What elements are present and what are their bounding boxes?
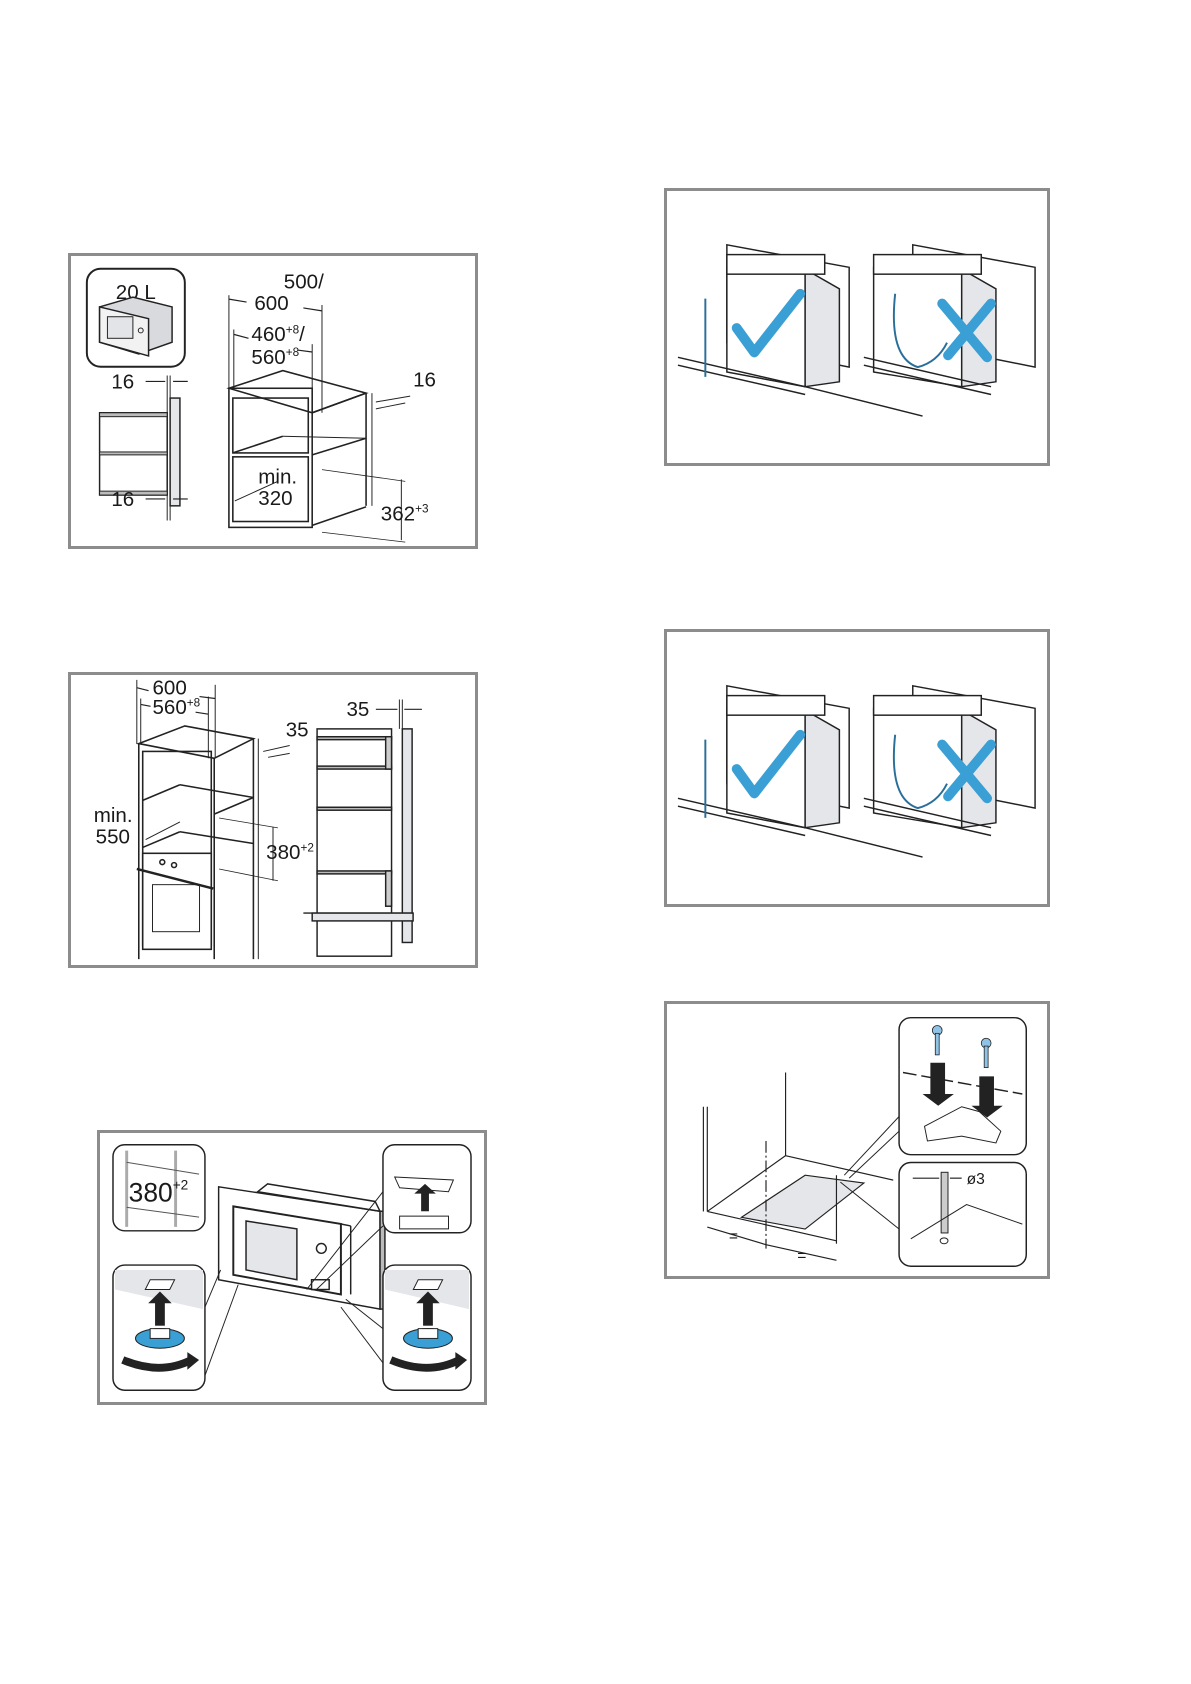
cabinet-floor [702,1072,894,1261]
figure-cable-routing-1 [664,188,1050,466]
niche-dimension-drawing: 20 L 16 16 [85,267,436,543]
height-inset: 380+2 [112,1144,206,1232]
figure-mounting: 380+2 [97,1130,487,1405]
capacity-label: 20 L [116,281,156,304]
min-depth-value: 320 [258,487,292,510]
tall-min-depth-label: min. [94,804,133,827]
equal-spacing-left: = [729,1228,738,1245]
tall-cabinet-isometric [135,679,290,960]
left-foot-inset [112,1264,206,1391]
cross-icon [937,298,996,363]
tall-height-label: 380+2 [266,841,314,864]
width-outer-a: 500/ [284,270,324,293]
cross-icon [937,739,996,804]
tall-side-gap: 35 [346,698,369,721]
inset-height-label: 380+2 [129,1177,189,1207]
cable-routing-drawing-2 [677,684,1036,858]
equal-spacing-right: = [797,1247,806,1264]
right-foot-inset [382,1264,472,1391]
cabinet-isometric [226,295,411,543]
figure-tall-cabinet-dimensions: 600 560+8 35 35 min. 550 380+2 [68,672,478,968]
bracket-drilling-drawing: = = ø3 [702,1016,1027,1267]
built-in-microwave [217,1183,386,1310]
incorrect-routing [863,243,1036,396]
screw-inset [898,1016,1027,1156]
microwave-icon [98,296,173,357]
drill-diameter-label: ø3 [967,1171,986,1188]
side-view [98,375,188,521]
tall-cabinet-side-view [303,699,422,957]
tall-cabinet-drawing: 600 560+8 35 35 min. 550 380+2 [94,677,422,960]
checkmark-icon [731,288,806,358]
drill-inset: ø3 [898,1161,1027,1267]
side-gap-bottom-label: 16 [111,488,134,511]
tall-min-depth-value: 550 [96,826,130,849]
niche-height-label: 362+3 [381,503,429,526]
depth-gap-label: 16 [413,368,436,391]
min-depth-label: min. [258,465,297,488]
tall-width-outer: 600 [152,677,186,700]
figure-cable-routing-2 [664,629,1050,907]
tall-depth-gap: 35 [286,719,309,742]
tall-width-inner: 560+8 [152,696,200,719]
capacity-badge: 20 L [85,267,186,368]
callout-lines [840,1116,900,1230]
figure-bracket-drilling: = = ø3 [664,1001,1050,1279]
width-outer-b: 600 [254,292,288,315]
screw-icon [931,1025,992,1068]
figure-niche-dimensions: 20 L 16 16 [68,253,478,549]
mounting-drawing: 380+2 [112,1144,472,1391]
checkmark-icon [731,729,806,799]
width-inner-b: 560+8 [251,346,299,369]
side-gap-top-label: 16 [111,370,134,393]
bracket-inset [382,1144,472,1234]
callout-lines [204,1191,384,1376]
cable-routing-drawing-1 [677,243,1036,417]
width-inner-a: 460+8/ [251,323,305,346]
incorrect-routing [863,684,1036,837]
correct-routing [677,243,923,417]
